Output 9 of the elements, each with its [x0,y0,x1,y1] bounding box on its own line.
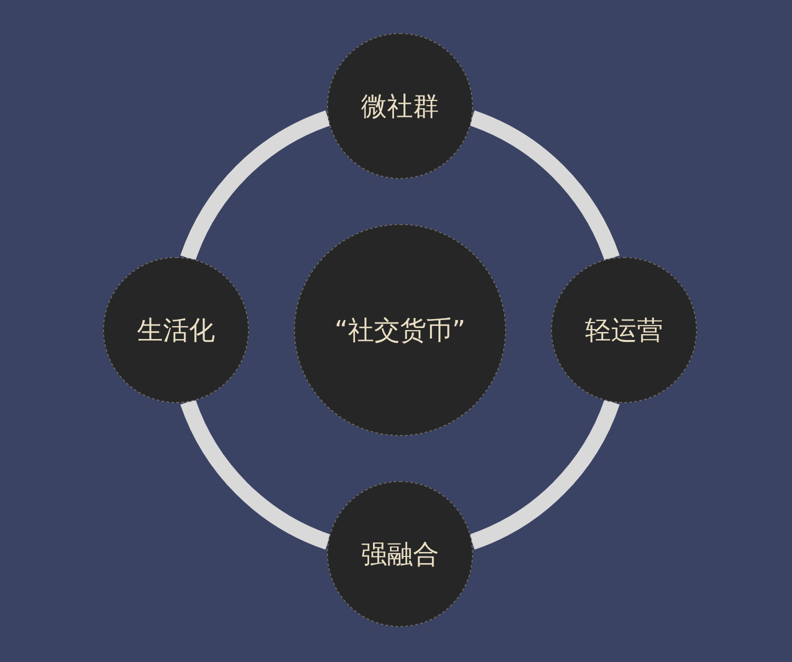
node-label: “社交货币” [334,314,466,348]
ring-arc-connector [180,110,331,261]
node-label: 轻运营 [585,314,663,348]
node-label: 生活化 [137,314,215,348]
node-label: 强融合 [361,538,439,572]
ring-arc-connector [469,110,620,261]
ring-arc-connector [469,399,620,550]
node-label: 微社群 [361,90,439,124]
ring-arc-connector [180,399,331,550]
